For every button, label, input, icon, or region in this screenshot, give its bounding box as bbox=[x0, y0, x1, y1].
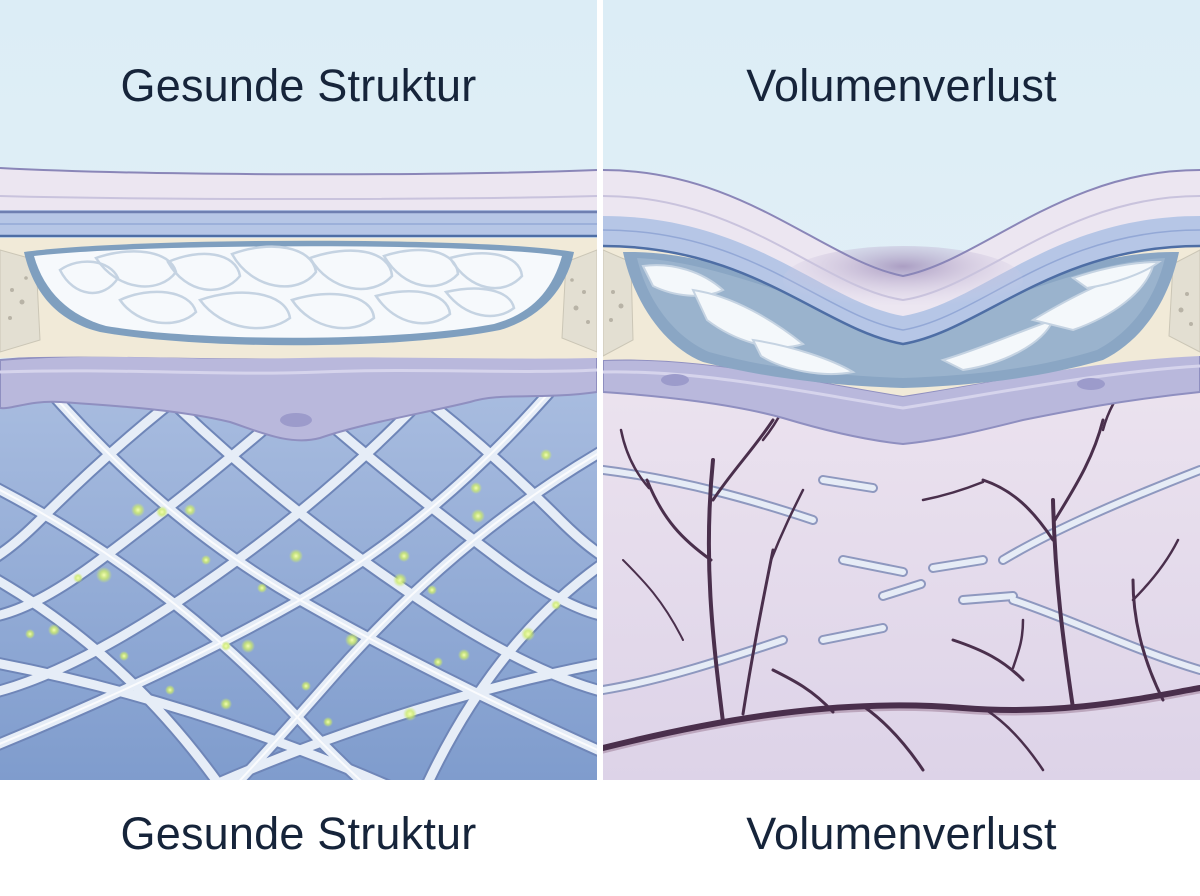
panel-divider bbox=[597, 0, 603, 780]
collagen-fiber-lattice bbox=[0, 373, 597, 780]
fat-lobules bbox=[58, 245, 524, 330]
glowing-particles bbox=[25, 449, 561, 727]
dermis-layer bbox=[0, 210, 597, 236]
broken-fibers bbox=[603, 355, 1200, 695]
skin-surface bbox=[0, 168, 597, 214]
panel-title: Gesunde Struktur bbox=[120, 60, 477, 111]
healthy-tissue-illustration bbox=[0, 0, 597, 780]
caption-volume-loss: Volumenverlust bbox=[746, 808, 1057, 859]
fat-remnants bbox=[641, 260, 1163, 375]
blood-vessels bbox=[603, 378, 1200, 772]
connective-layer bbox=[603, 348, 1200, 446]
volume-loss-illustration bbox=[603, 0, 1200, 780]
caption-healthy-structure: Gesunde Struktur bbox=[120, 808, 477, 859]
panel-healthy-structure: Gesunde Struktur bbox=[0, 0, 597, 780]
panel-volume-loss: Volumenverlust bbox=[603, 0, 1200, 780]
panel-title: Volumenverlust bbox=[746, 60, 1057, 111]
